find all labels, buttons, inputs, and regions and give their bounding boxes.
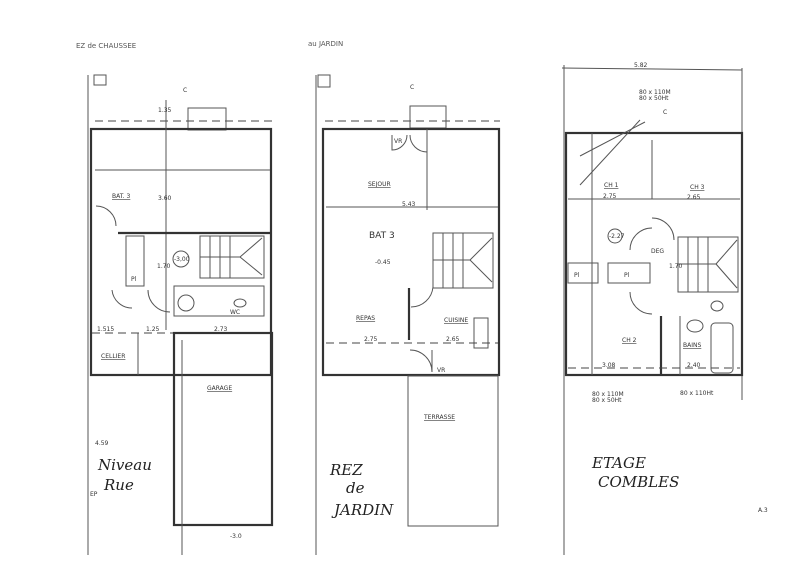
dimension-label: 5.82 xyxy=(634,62,648,69)
plan-title-line1: ETAGE xyxy=(591,454,646,472)
orientation-label: C xyxy=(183,87,187,94)
level-marker: -2.27 xyxy=(609,233,625,240)
dimension-label: 2.65 xyxy=(687,194,701,201)
building-label: BAT 3 xyxy=(369,231,395,241)
level-marker: -3,00 xyxy=(174,256,190,263)
plan-etage-combles: 5.82 80 x 110M 80 x 50Ht C CH 1 CH 3 2.7… xyxy=(561,62,744,555)
terrace xyxy=(407,375,499,527)
room-label-ch1: CH 1 xyxy=(604,182,619,189)
window-label: 80 x 110Ht xyxy=(680,390,714,397)
building-label: BAT. 3 xyxy=(112,193,131,200)
dimension-label: 4.59 xyxy=(95,440,109,447)
plan-header: au JARDIN xyxy=(308,40,343,48)
plan-title-line2: Rue xyxy=(103,476,134,494)
dimension-label: 3.60 xyxy=(158,195,172,202)
staircase xyxy=(432,232,494,289)
ep-label: EP xyxy=(90,491,98,498)
vr-label: VR xyxy=(394,138,402,145)
outer-wall xyxy=(564,131,744,377)
terrace-label: TERRASSE xyxy=(423,414,455,421)
room-label-cuisine: CUISINE xyxy=(444,317,468,324)
outer-wall xyxy=(321,127,501,377)
room-label-bains: BAINS xyxy=(683,342,701,349)
garage xyxy=(172,331,274,527)
dimension-label: 2.65 xyxy=(446,336,460,343)
dimension-label: 5.43 xyxy=(402,201,416,208)
dimension-label: 2.73 xyxy=(214,326,228,333)
level-marker: -0.45 xyxy=(375,259,391,266)
room-label-pl: Pl xyxy=(624,272,630,279)
page-mark: A.3 xyxy=(758,507,768,514)
level-marker: -3.0 xyxy=(230,533,242,540)
room-label-sejour: SEJOUR xyxy=(368,181,391,188)
dimension-label: 1.35 xyxy=(158,107,172,114)
room-label-pl: Pl xyxy=(574,272,580,279)
plan-title-line1: REZ xyxy=(329,461,363,479)
dimension-label: 2.40 xyxy=(687,362,701,369)
dimension-label: 2.75 xyxy=(364,336,378,343)
plan-title-line2: de xyxy=(346,479,365,497)
orientation-label: C xyxy=(663,109,667,116)
room-label-ch2: CH 2 xyxy=(622,337,637,344)
plan-title-line2: COMBLES xyxy=(598,473,679,491)
dimension-label: 2.75 xyxy=(603,193,617,200)
plan-rez-de-chaussee: EZ de CHAUSSEE C 1.35 BAT. 3 3.60 1.70 xyxy=(76,42,274,555)
dimension-label: 1.70 xyxy=(669,263,683,270)
room-label-pl: Pl xyxy=(131,276,137,283)
staircase xyxy=(199,235,265,279)
window-label: 80 x 110M xyxy=(639,89,671,96)
room-label-garage: GARAGE xyxy=(207,385,232,392)
staircase xyxy=(677,236,739,293)
dimension-label: 1.515 xyxy=(97,326,114,333)
dimension-label: 1.25 xyxy=(146,326,160,333)
outer-wall xyxy=(89,127,273,377)
dimension-label: 3.08 xyxy=(602,362,616,369)
room-label-deg: DEG xyxy=(651,248,664,255)
vr-label: VR xyxy=(437,367,445,374)
window-label: 80 x 50Ht xyxy=(639,95,669,102)
plan-header: EZ de CHAUSSEE xyxy=(76,42,136,50)
plan-title-line3: JARDIN xyxy=(331,501,394,519)
room-label-wc: WC xyxy=(230,309,240,316)
orientation-label: C xyxy=(410,84,414,91)
room-label-cellier: CELLIER xyxy=(101,353,125,360)
room-label-repas: REPAS xyxy=(356,315,375,322)
room-label-ch3: CH 3 xyxy=(690,184,705,191)
plan-title-line1: Niveau xyxy=(97,456,152,474)
window-label: 80 x 110M xyxy=(592,391,624,398)
plan-rez-de-jardin: au JARDIN C VR SEJOUR xyxy=(308,40,501,555)
window-label: 80 x 50Ht xyxy=(592,397,622,404)
dimension-label: 1.70 xyxy=(157,263,171,270)
